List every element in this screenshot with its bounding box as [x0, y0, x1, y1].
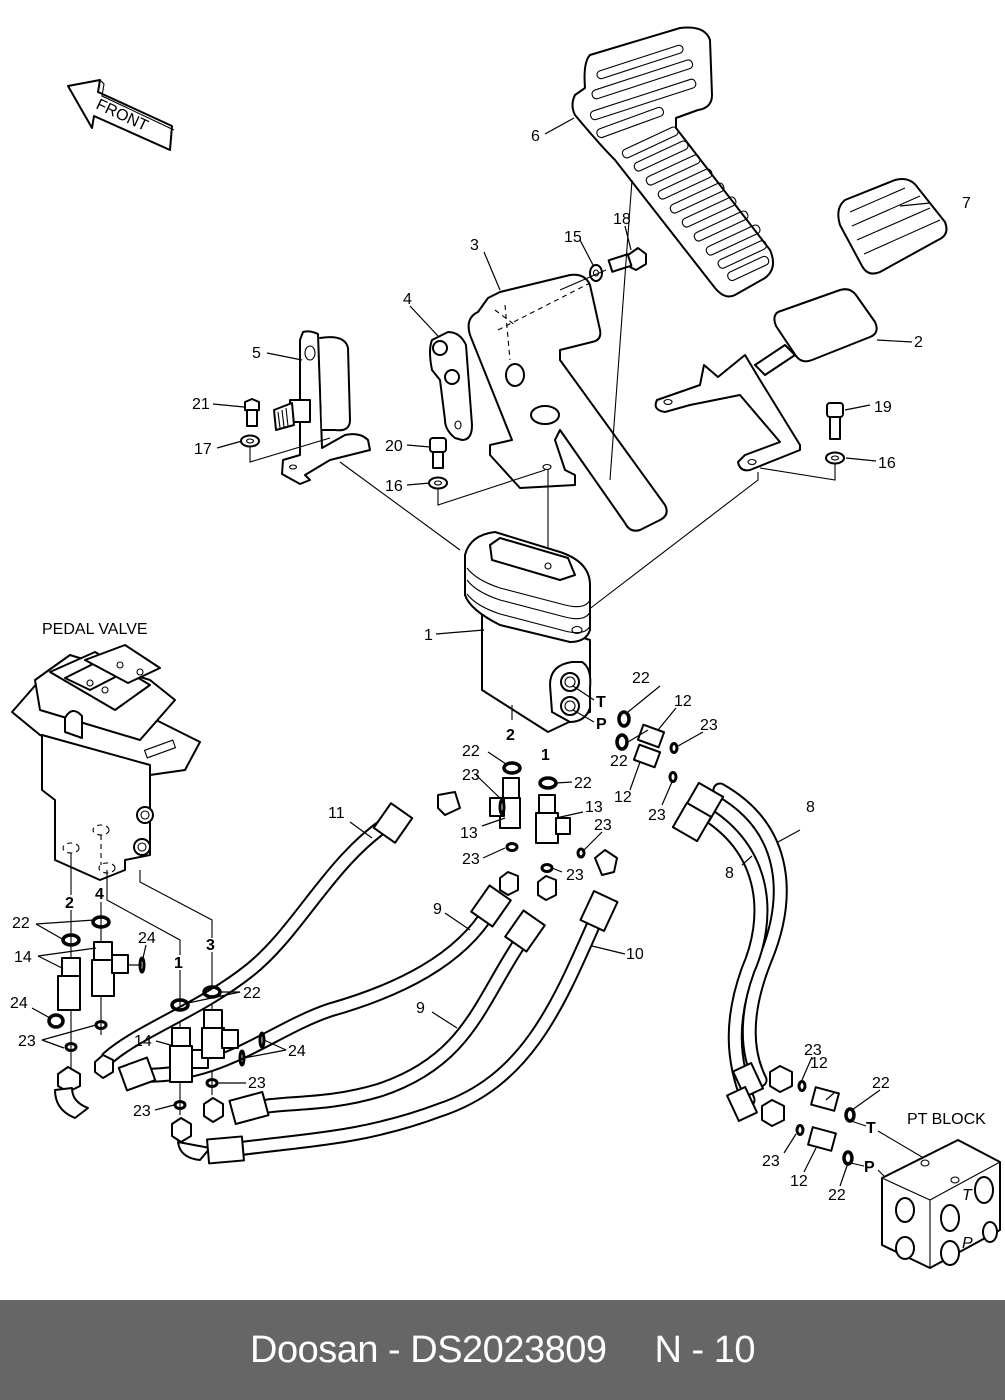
tee-fitting-14	[57, 941, 239, 1083]
callout-1: 1	[424, 627, 433, 644]
parts-diagram: FRONT	[10, 26, 1001, 1269]
bolt-21	[244, 398, 260, 427]
callout-23i: 23	[133, 1103, 151, 1120]
callout-6: 6	[531, 128, 540, 145]
callout-23h: 23	[248, 1075, 266, 1092]
pedal-valve-title: PEDAL VALVE	[42, 621, 148, 638]
callout-13b: 13	[585, 799, 603, 816]
callout-numbers: 1 2 3 4 5 6 7 8 8 9 9 10 11 12 12 12 12 …	[10, 128, 971, 1204]
footer-part-number: Doosan - DS2023809	[250, 1328, 607, 1371]
port-t-label: T	[596, 694, 606, 711]
tee-fitting-13-right	[535, 794, 571, 844]
callout-23e: 23	[700, 717, 718, 734]
port-p-label: P	[596, 716, 607, 733]
callout-12a: 12	[674, 693, 692, 710]
callout-23g: 23	[18, 1033, 36, 1050]
pedal-valve-body-1	[464, 531, 592, 733]
callout-22c: 22	[632, 670, 650, 687]
callout-20: 20	[385, 438, 403, 455]
port-number-2-ref: 2	[65, 895, 74, 912]
callout-15: 15	[564, 229, 582, 246]
pedal-6	[571, 26, 775, 298]
port-number-2: 2	[506, 727, 515, 744]
callout-18: 18	[613, 211, 631, 228]
callout-16a: 16	[878, 455, 896, 472]
washer-17	[240, 434, 260, 448]
washer-16-left	[428, 476, 448, 490]
pedal-2	[654, 288, 878, 472]
valve-port-labels: T P	[572, 685, 607, 733]
callout-11: 11	[328, 805, 345, 822]
callout-13a: 13	[460, 825, 478, 842]
washer-16-right	[825, 451, 845, 465]
callout-21: 21	[192, 396, 210, 413]
callout-2: 2	[914, 334, 923, 351]
hose-fittings	[54, 781, 793, 1165]
bolt-18	[607, 247, 647, 273]
pedal-valve-reference	[11, 644, 201, 881]
callout-14b: 14	[134, 1033, 152, 1050]
callout-22f: 22	[243, 985, 261, 1002]
callout-14a: 14	[14, 949, 32, 966]
bolt-19	[826, 402, 844, 440]
callout-9a: 9	[433, 901, 442, 918]
callout-24b: 24	[10, 995, 28, 1012]
pt-port-p-label: P	[864, 1159, 875, 1176]
callout-23b: 23	[462, 851, 480, 868]
washer-15	[589, 264, 603, 282]
adapter-12-valve	[632, 723, 666, 769]
hoses	[100, 782, 788, 1158]
adapter-12-block	[807, 1086, 840, 1152]
callout-leaders	[31, 117, 931, 1187]
callout-24a: 24	[138, 930, 156, 947]
callout-4: 4	[403, 291, 412, 308]
callout-22g: 22	[872, 1075, 890, 1092]
callout-8a: 8	[806, 799, 815, 816]
callout-17: 17	[194, 441, 212, 458]
port-number-labels: 2 1 2 4 1 3 T P	[65, 727, 876, 1176]
callout-23k: 23	[762, 1153, 780, 1170]
callout-22b: 22	[574, 775, 592, 792]
callout-23a: 23	[462, 767, 480, 784]
port-number-1: 1	[541, 747, 550, 764]
callout-10: 10	[626, 946, 644, 963]
callout-23f: 23	[648, 807, 666, 824]
callout-5: 5	[252, 345, 261, 362]
o-rings-22	[61, 710, 856, 1166]
callout-22a: 22	[462, 743, 480, 760]
callout-23d: 23	[594, 817, 612, 834]
block-port-t-label: T	[962, 1187, 973, 1204]
bracket-4	[429, 331, 473, 441]
callout-8b: 8	[725, 865, 734, 882]
assembly-guide-lines	[249, 179, 836, 621]
callout-12b: 12	[614, 789, 632, 806]
callout-12d: 12	[790, 1173, 808, 1190]
bolt-20	[429, 437, 447, 469]
callout-9b: 9	[416, 1000, 425, 1017]
pt-port-t-label: T	[866, 1120, 876, 1137]
pt-block-title: PT BLOCK	[907, 1111, 986, 1128]
pt-block: T P	[881, 1139, 1001, 1269]
callout-22d: 22	[610, 753, 628, 770]
block-port-p-label: P	[962, 1235, 973, 1252]
port-number-4-ref: 4	[95, 886, 104, 903]
callout-16b: 16	[385, 478, 403, 495]
callout-23j: 23	[804, 1042, 822, 1059]
port-number-3-ref: 3	[206, 937, 215, 954]
port-number-1-ref: 1	[174, 955, 183, 972]
pedal-pad-7	[837, 178, 948, 275]
front-arrow-icon: FRONT	[67, 79, 175, 151]
footer-bar: Doosan - DS2023809 N - 10	[0, 1300, 1005, 1400]
callout-22e: 22	[12, 915, 30, 932]
callout-22h: 22	[828, 1187, 846, 1204]
callout-7: 7	[962, 195, 971, 212]
callout-3: 3	[470, 237, 479, 254]
callout-12c: 12	[810, 1055, 828, 1072]
bracket-5	[273, 330, 371, 485]
footer-page-ref: N - 10	[654, 1328, 756, 1371]
bracket-3	[467, 273, 668, 532]
callout-24c: 24	[288, 1043, 306, 1060]
callout-23c: 23	[566, 867, 584, 884]
callout-19: 19	[874, 399, 892, 416]
